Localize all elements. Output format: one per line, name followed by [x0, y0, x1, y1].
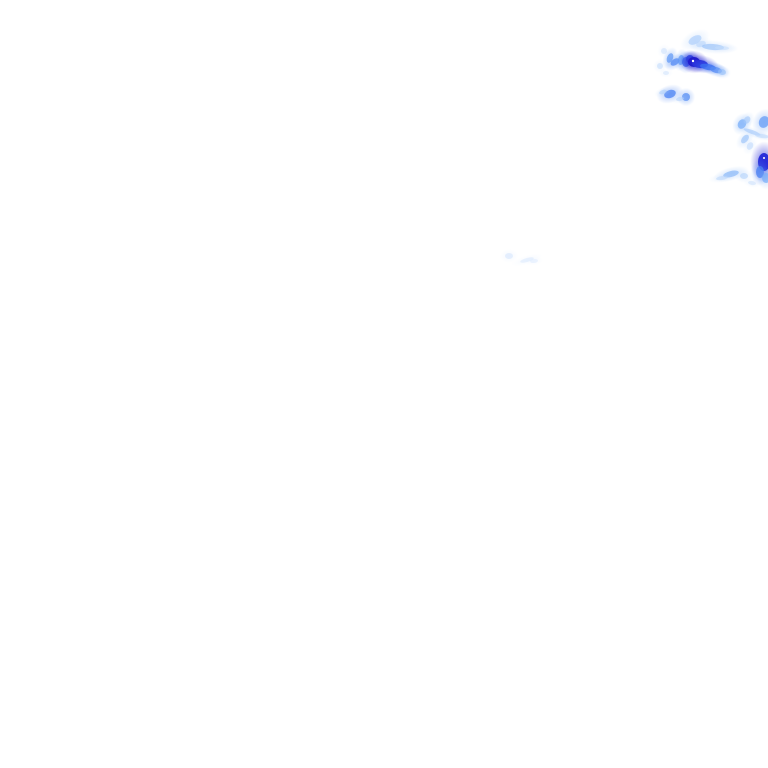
density-blob — [657, 63, 663, 69]
density-blob — [676, 96, 684, 102]
density-blob — [758, 116, 768, 128]
density-blob — [762, 173, 768, 183]
density-peak-highlight — [691, 59, 695, 63]
density-blob — [746, 142, 754, 150]
density-peak-highlight — [763, 157, 765, 159]
density-blob-halo — [524, 256, 544, 266]
density-highlight-group — [691, 59, 765, 159]
density-blob — [505, 253, 513, 259]
density-blob — [740, 173, 748, 179]
density-blob — [755, 133, 768, 139]
density-blob — [530, 258, 538, 264]
density-blob — [743, 116, 751, 124]
density-blob — [659, 89, 667, 95]
density-blob-group — [499, 28, 768, 267]
density-blob — [748, 180, 756, 186]
density-blob — [718, 68, 726, 76]
density-blob — [715, 45, 729, 51]
density-blob-halo — [499, 249, 519, 263]
density-blob — [716, 175, 728, 181]
density-blob — [663, 71, 669, 75]
